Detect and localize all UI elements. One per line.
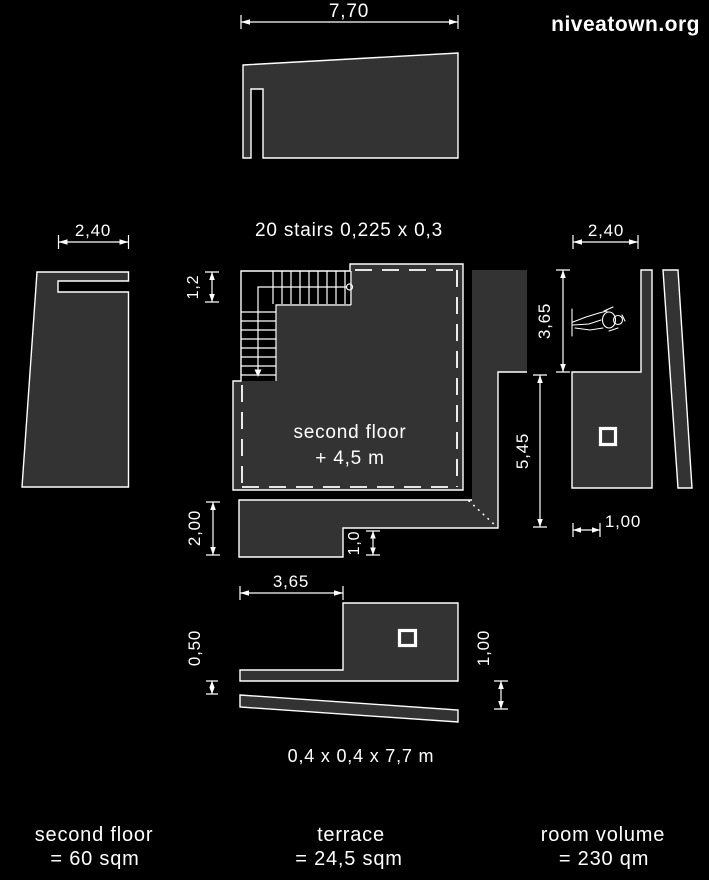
human-figure: [571, 306, 626, 337]
sloped-wall-strip: [662, 269, 693, 489]
legend-value-terrace: = 24,5 sqm: [295, 848, 403, 870]
terrace-plan: [239, 602, 459, 682]
dim-terrace-left-depth: 2,00: [185, 501, 220, 556]
legend-value-room-volume: = 230 qm: [559, 848, 649, 870]
dim-label-stair-landing-depth: 1,2: [185, 275, 202, 300]
roof-shape: [242, 52, 459, 159]
dashed-border: [241, 269, 458, 488]
terrace-arm: [238, 270, 527, 558]
dim-right-upper-height: 3,65: [535, 269, 570, 373]
dim-label-terrace-plan-gap: 0,50: [185, 630, 204, 666]
miter-dotted-line: [468, 500, 498, 528]
dim-label-beam-end-drop: 1,00: [474, 630, 493, 666]
dim-label-right-lower-height: 5,45: [513, 433, 532, 469]
staircase: [241, 271, 354, 381]
left-wall-shape: [21, 271, 130, 488]
dim-terrace-plan-width: 3,65: [239, 572, 344, 600]
dim-label-terrace-right-depth: 1,0: [346, 531, 363, 556]
terrace-arm-outline: [238, 371, 527, 558]
walkline-start-circle: [345, 283, 354, 291]
stair-inner-wall: [275, 271, 352, 381]
legend-value-second-floor: = 60 sqm: [50, 848, 139, 870]
stair-walkline: [257, 286, 347, 370]
dim-terrace-plan-gap: 0,50: [185, 630, 218, 695]
floor-outline: [232, 263, 464, 491]
dim-beam-end-drop: 1,00: [474, 630, 508, 710]
legend-title-room-volume: room volume: [541, 824, 665, 846]
dim-right-lower-height: 5,45: [513, 374, 547, 528]
dim-label-right-upper-height: 3,65: [535, 303, 554, 339]
sloped-beam: [239, 694, 459, 723]
dim-terrace-right-depth: 1,0: [346, 530, 380, 556]
legend-title-terrace: terrace: [317, 824, 385, 846]
second-floor-plan: second floor + 4,5 m: [232, 263, 464, 491]
roof-side-elevation: [242, 52, 459, 159]
dim-label-room-inset: 1,00: [605, 512, 641, 531]
dim-roof-width: 7,70: [240, 1, 459, 29]
brand-watermark: niveatown.org: [551, 13, 700, 36]
legend: second floor = 60 sqm terrace = 24,5 sqm…: [35, 824, 665, 870]
dim-label-terrace-left-depth: 2,00: [185, 510, 204, 546]
dim-label-right-wall-width: 2,40: [588, 221, 624, 240]
floor-name-label: second floor: [293, 422, 406, 443]
right-room-plan: [571, 269, 653, 489]
dim-room-inset: 1,00: [572, 512, 641, 537]
floor-slab: [233, 264, 463, 490]
dim-right-wall-width: 2,40: [572, 221, 639, 249]
walkline-arrow: [254, 369, 262, 377]
terrace-arm-shape: [239, 270, 527, 557]
right-room-shape: [571, 269, 653, 489]
terrace-column-opening: [397, 628, 418, 648]
dim-label-left-wall-width: 2,40: [75, 221, 111, 240]
stairs-note: 20 stairs 0,225 x 0,3: [255, 220, 443, 241]
beam-note: 0,4 x 0,4 x 7,7 m: [288, 746, 435, 766]
dim-label-roof-width: 7,70: [329, 1, 369, 22]
dim-label-terrace-plan-width: 3,65: [273, 572, 309, 591]
dim-left-wall-width: 2,40: [57, 221, 130, 249]
room-column-opening: [598, 426, 618, 447]
left-wall-elevation: [21, 271, 130, 488]
legend-title-second-floor: second floor: [35, 824, 154, 846]
terrace-plan-shape: [239, 602, 459, 682]
floor-level-label: + 4,5 m: [315, 448, 385, 469]
dim-stair-landing-depth: 1,2: [185, 271, 219, 303]
